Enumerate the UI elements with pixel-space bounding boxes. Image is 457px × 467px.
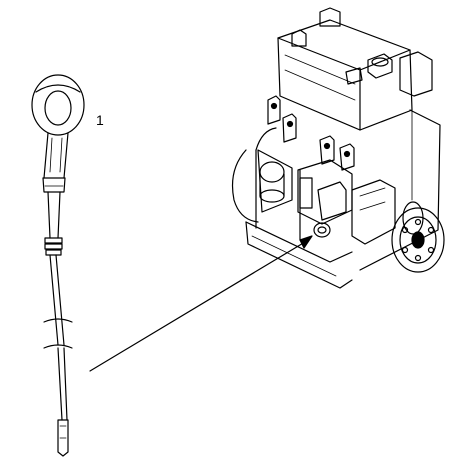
dipstick-handle-hole — [44, 90, 72, 126]
dipstick-tube-opening — [313, 222, 331, 238]
leader-line — [89, 241, 306, 372]
callout-label-1: 1 — [96, 112, 104, 128]
oil-filter — [259, 161, 285, 183]
injectors — [267, 95, 355, 171]
dipstick-tip — [57, 419, 69, 457]
timing-cover — [231, 149, 259, 223]
break-mark-lower — [43, 344, 73, 349]
valve-cover — [277, 19, 413, 131]
oil-filler-cap — [367, 53, 393, 79]
oil-pan — [245, 221, 353, 289]
engine — [231, 7, 445, 289]
leader-arrowhead — [299, 235, 313, 249]
dipstick-handle-outer — [31, 74, 85, 136]
break-mark-upper — [43, 318, 73, 323]
dipstick — [31, 74, 85, 457]
crankshaft-pulley — [391, 201, 445, 273]
